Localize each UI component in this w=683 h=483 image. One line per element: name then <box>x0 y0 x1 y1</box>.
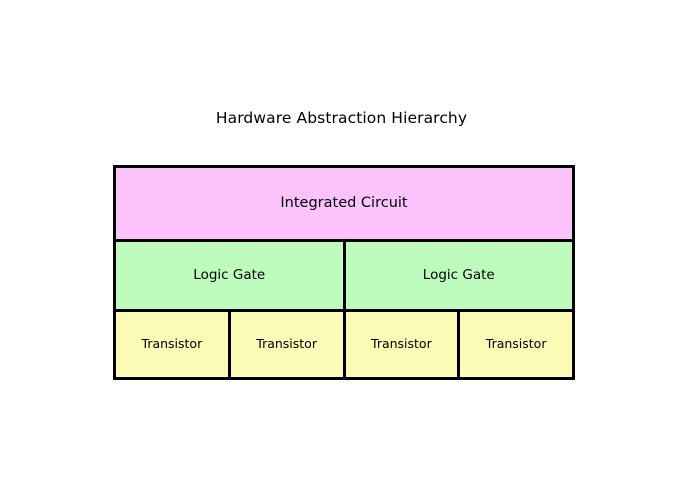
cell-label: Transistor <box>256 336 317 352</box>
cell-label: Integrated Circuit <box>280 195 408 212</box>
tier-logic-gate: Logic Gate Logic Gate <box>116 239 572 309</box>
cell-transistor-1[interactable]: Transistor <box>116 312 228 377</box>
cell-transistor-2[interactable]: Transistor <box>227 312 343 377</box>
page-title: Hardware Abstraction Hierarchy <box>215 109 468 127</box>
cell-logic-gate-2[interactable]: Logic Gate <box>342 242 572 309</box>
cell-label: Logic Gate <box>422 266 495 283</box>
cell-label: Transistor <box>371 336 432 352</box>
tier-transistor: Transistor Transistor Transistor Transis… <box>116 309 572 377</box>
cell-label: Transistor <box>485 336 547 352</box>
cell-integrated-circuit-1[interactable]: Integrated Circuit <box>116 168 572 239</box>
cell-transistor-3[interactable]: Transistor <box>342 312 458 377</box>
cell-label: Logic Gate <box>193 266 266 283</box>
cell-logic-gate-1[interactable]: Logic Gate <box>116 242 343 309</box>
cell-label: Transistor <box>141 336 203 352</box>
hardware-abstraction-hierarchy-diagram: Integrated Circuit Logic Gate Logic Gate… <box>113 165 575 380</box>
cell-transistor-4[interactable]: Transistor <box>457 312 572 377</box>
tier-integrated-circuit: Integrated Circuit <box>116 168 572 239</box>
